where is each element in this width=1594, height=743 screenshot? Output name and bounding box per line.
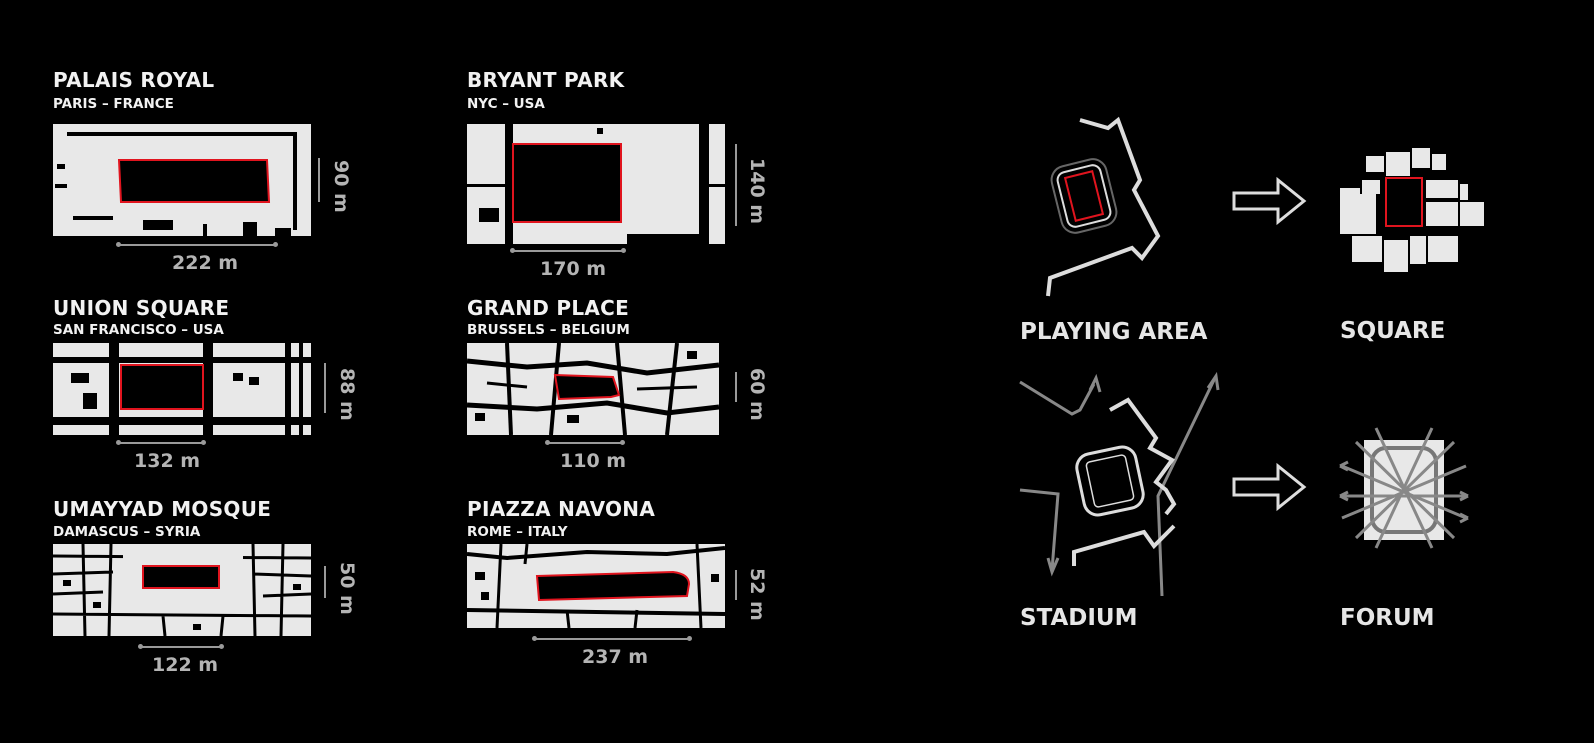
square-subtitle: ROME – ITALY xyxy=(467,524,568,540)
height-dimension-line xyxy=(735,372,737,402)
dimension-dot xyxy=(621,248,626,253)
square-title: PIAZZA NAVONA xyxy=(467,497,656,521)
dimension-dot xyxy=(510,248,515,253)
dimension-dot xyxy=(273,242,278,247)
height-dimension-line xyxy=(318,158,320,202)
forum-diagram xyxy=(1339,427,1469,549)
square-diagram xyxy=(1340,148,1484,272)
width-label: 132 m xyxy=(134,450,201,472)
square-title: BRYANT PARK xyxy=(467,68,625,92)
width-label: 170 m xyxy=(540,258,607,280)
dimension-dot xyxy=(116,440,121,445)
square-title: UMAYYAD MOSQUE xyxy=(53,497,272,521)
dimension-dot xyxy=(545,440,550,445)
width-label: 237 m xyxy=(582,646,649,668)
dimension-dot xyxy=(116,242,121,247)
dimension-dot xyxy=(620,440,625,445)
width-dimension-line xyxy=(512,250,624,252)
height-label: 60 m xyxy=(746,368,768,421)
square-subtitle: PARIS – FRANCE xyxy=(53,96,174,112)
width-dimension-line xyxy=(534,638,690,640)
dimension-dot xyxy=(201,440,206,445)
height-dimension-line xyxy=(324,363,326,413)
height-dimension-line xyxy=(735,570,737,600)
dimension-dot xyxy=(532,636,537,641)
height-label: 50 m xyxy=(336,562,358,615)
square-title: PALAIS ROYAL xyxy=(53,68,215,92)
site-plan-union-square xyxy=(53,343,311,435)
site-plan-bryant-park xyxy=(467,124,725,244)
dimension-dot xyxy=(687,636,692,641)
width-label: 110 m xyxy=(560,450,627,472)
width-dimension-line xyxy=(118,442,204,444)
width-dimension-line xyxy=(547,442,623,444)
dimension-dot xyxy=(138,644,143,649)
square-title: GRAND PLACE xyxy=(467,296,630,320)
height-label: 88 m xyxy=(336,368,358,421)
arrow-right-icon xyxy=(1232,176,1307,226)
width-dimension-line xyxy=(140,646,222,648)
dimension-dot xyxy=(219,644,224,649)
height-label: 140 m xyxy=(746,158,768,225)
square-subtitle: NYC – USA xyxy=(467,96,545,112)
playing-area-diagram xyxy=(1046,116,1161,297)
square-title: UNION SQUARE xyxy=(53,296,230,320)
height-label: 52 m xyxy=(746,568,768,621)
site-plan-piazza-navona xyxy=(467,544,725,628)
arrow-right-icon xyxy=(1232,462,1307,512)
site-plan-umayyad-mosque xyxy=(53,544,311,636)
square-subtitle: DAMASCUS – SYRIA xyxy=(53,524,201,540)
width-label: 122 m xyxy=(152,654,219,676)
height-label: 90 m xyxy=(330,160,352,213)
width-dimension-line xyxy=(118,244,276,246)
caption-playing-area: PLAYING AREA xyxy=(1020,319,1208,345)
width-label: 222 m xyxy=(172,252,239,274)
caption-forum: FORUM xyxy=(1340,605,1435,631)
square-subtitle: SAN FRANCISCO – USA xyxy=(53,322,224,338)
caption-square: SQUARE xyxy=(1340,318,1446,344)
site-plan-palais-royal xyxy=(53,124,311,236)
site-plan-grand-place xyxy=(467,343,719,435)
square-subtitle: BRUSSELS – BELGIUM xyxy=(467,322,630,338)
caption-stadium: STADIUM xyxy=(1020,605,1138,631)
height-dimension-line xyxy=(735,144,737,226)
stadium-diagram xyxy=(1019,371,1220,597)
height-dimension-line xyxy=(324,566,326,598)
